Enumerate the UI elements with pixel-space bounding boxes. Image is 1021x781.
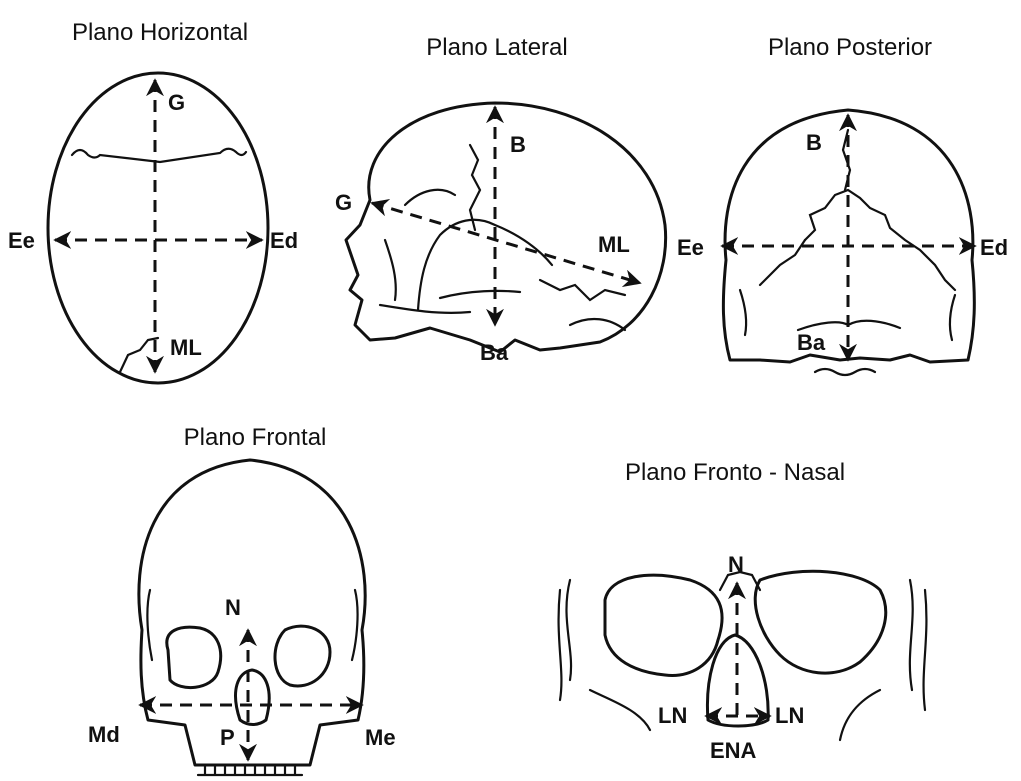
panel-posterior: Plano Posterior B Ee Ed Ba [677, 34, 1008, 375]
label-N: N [728, 552, 744, 577]
panel-horizontal: Plano Horizontal G Ee Ed ML [8, 19, 298, 383]
nasal-aperture [236, 670, 270, 725]
temporal-edge-left [559, 580, 571, 700]
label-G: G [168, 90, 185, 115]
panel-horizontal-title: Plano Horizontal [72, 19, 248, 46]
label-Ba: Ba [480, 340, 509, 365]
lambdoid-suture [120, 338, 158, 372]
label-Me: Me [365, 725, 396, 750]
panel-frontal-title: Plano Frontal [184, 424, 327, 451]
label-LN-right: LN [775, 703, 804, 728]
temporal-right [352, 590, 358, 660]
label-ML: ML [170, 335, 202, 360]
label-ENA: ENA [710, 738, 757, 763]
orbit-line [385, 240, 396, 300]
orbit-left-fn [605, 575, 722, 675]
temporal-left [147, 590, 152, 660]
orbit-left [167, 627, 221, 687]
panel-fronto-nasal: Plano Fronto - Nasal N LN LN ENA [559, 459, 927, 763]
foramen-magnum [815, 369, 875, 375]
mastoid-right [950, 295, 955, 340]
panel-frontal: Plano Frontal N Md Me P [88, 424, 396, 775]
label-Ed: Ed [980, 235, 1008, 260]
panel-fronto-nasal-title: Plano Fronto - Nasal [625, 459, 845, 486]
brow-line [405, 190, 455, 205]
coronal-suture-lateral [470, 145, 480, 230]
orbit-right-fn [755, 571, 886, 673]
label-Md: Md [88, 722, 120, 747]
maxilla-left [590, 690, 650, 730]
zygomatic-line [418, 220, 552, 310]
maxilla-line [380, 305, 470, 313]
label-ML: ML [598, 232, 630, 257]
panel-posterior-title: Plano Posterior [768, 34, 932, 61]
panel-lateral: Plano Lateral B G ML Ba [335, 34, 666, 365]
label-B: B [510, 132, 526, 157]
maxilla-right [840, 690, 880, 740]
lambdoid-suture-posterior [805, 190, 955, 290]
label-N: N [225, 595, 241, 620]
skull-lateral-outline [346, 103, 666, 352]
label-Ee: Ee [677, 235, 704, 260]
panel-lateral-title: Plano Lateral [426, 34, 567, 61]
skull-top-outline [48, 73, 268, 383]
label-B: B [806, 130, 822, 155]
temporal-edge-right [910, 580, 927, 710]
label-G: G [335, 190, 352, 215]
label-P: P [220, 725, 235, 750]
zygomatic-arch [440, 291, 520, 298]
label-Ed: Ed [270, 228, 298, 253]
orbit-right [275, 626, 330, 686]
lambdoid-suture-lateral [540, 280, 625, 300]
label-Ba: Ba [797, 330, 826, 355]
skull-frontal-outline [139, 460, 365, 765]
label-LN-left: LN [658, 703, 687, 728]
label-Ee: Ee [8, 228, 35, 253]
occipital-line [570, 319, 625, 330]
mastoid-left [740, 290, 746, 335]
coronal-suture [72, 149, 246, 162]
